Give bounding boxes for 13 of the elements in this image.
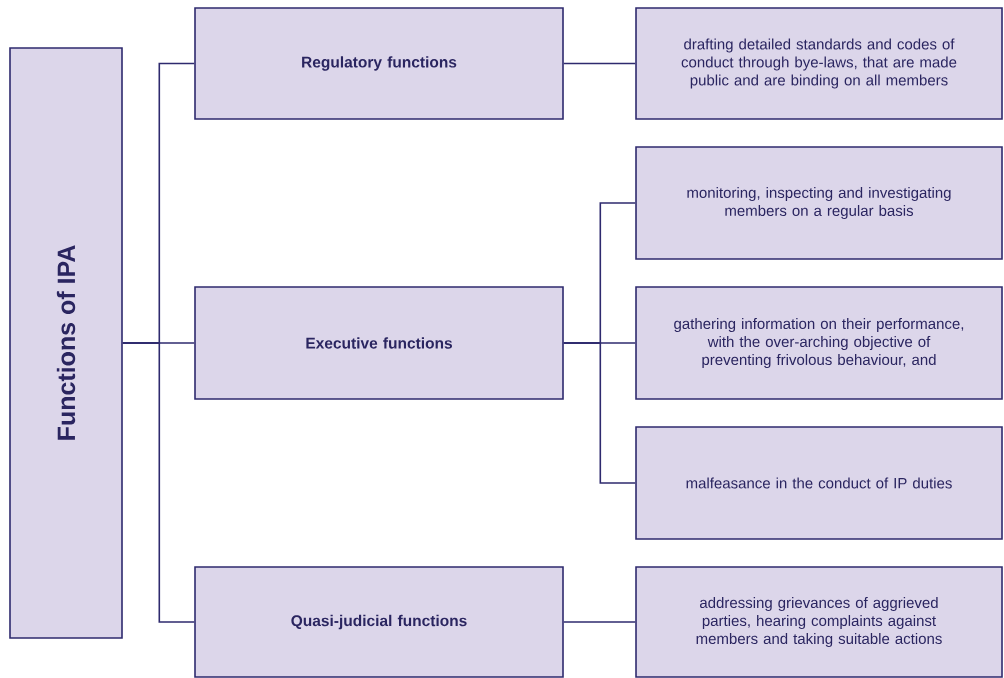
connector-line (563, 62, 636, 65)
description-box: gathering information on their performance, with the over-arching objective of preventing frivolous behaviour, and (635, 286, 1003, 400)
description-box: addressing grievances of aggrieved parties, hearing complaints against members and taking suitable actions (635, 566, 1003, 678)
root-box: Functions of IPA (9, 47, 123, 639)
function-box: Regulatory functions (194, 7, 564, 120)
connector-line (122, 342, 195, 623)
connector-line (563, 621, 636, 623)
function-box: Executive functions (194, 286, 564, 400)
description-box: malfeasance in the conduct of IP duties (635, 426, 1003, 540)
description-box: drafting detailed standards and codes of conduct through bye-laws, that are made public and are binding on all members (635, 7, 1003, 120)
function-box: Quasi-judicial functions (194, 566, 564, 678)
connector-line (563, 342, 636, 484)
description-box: monitoring, inspecting and investigating members on a regular basis (635, 146, 1003, 260)
